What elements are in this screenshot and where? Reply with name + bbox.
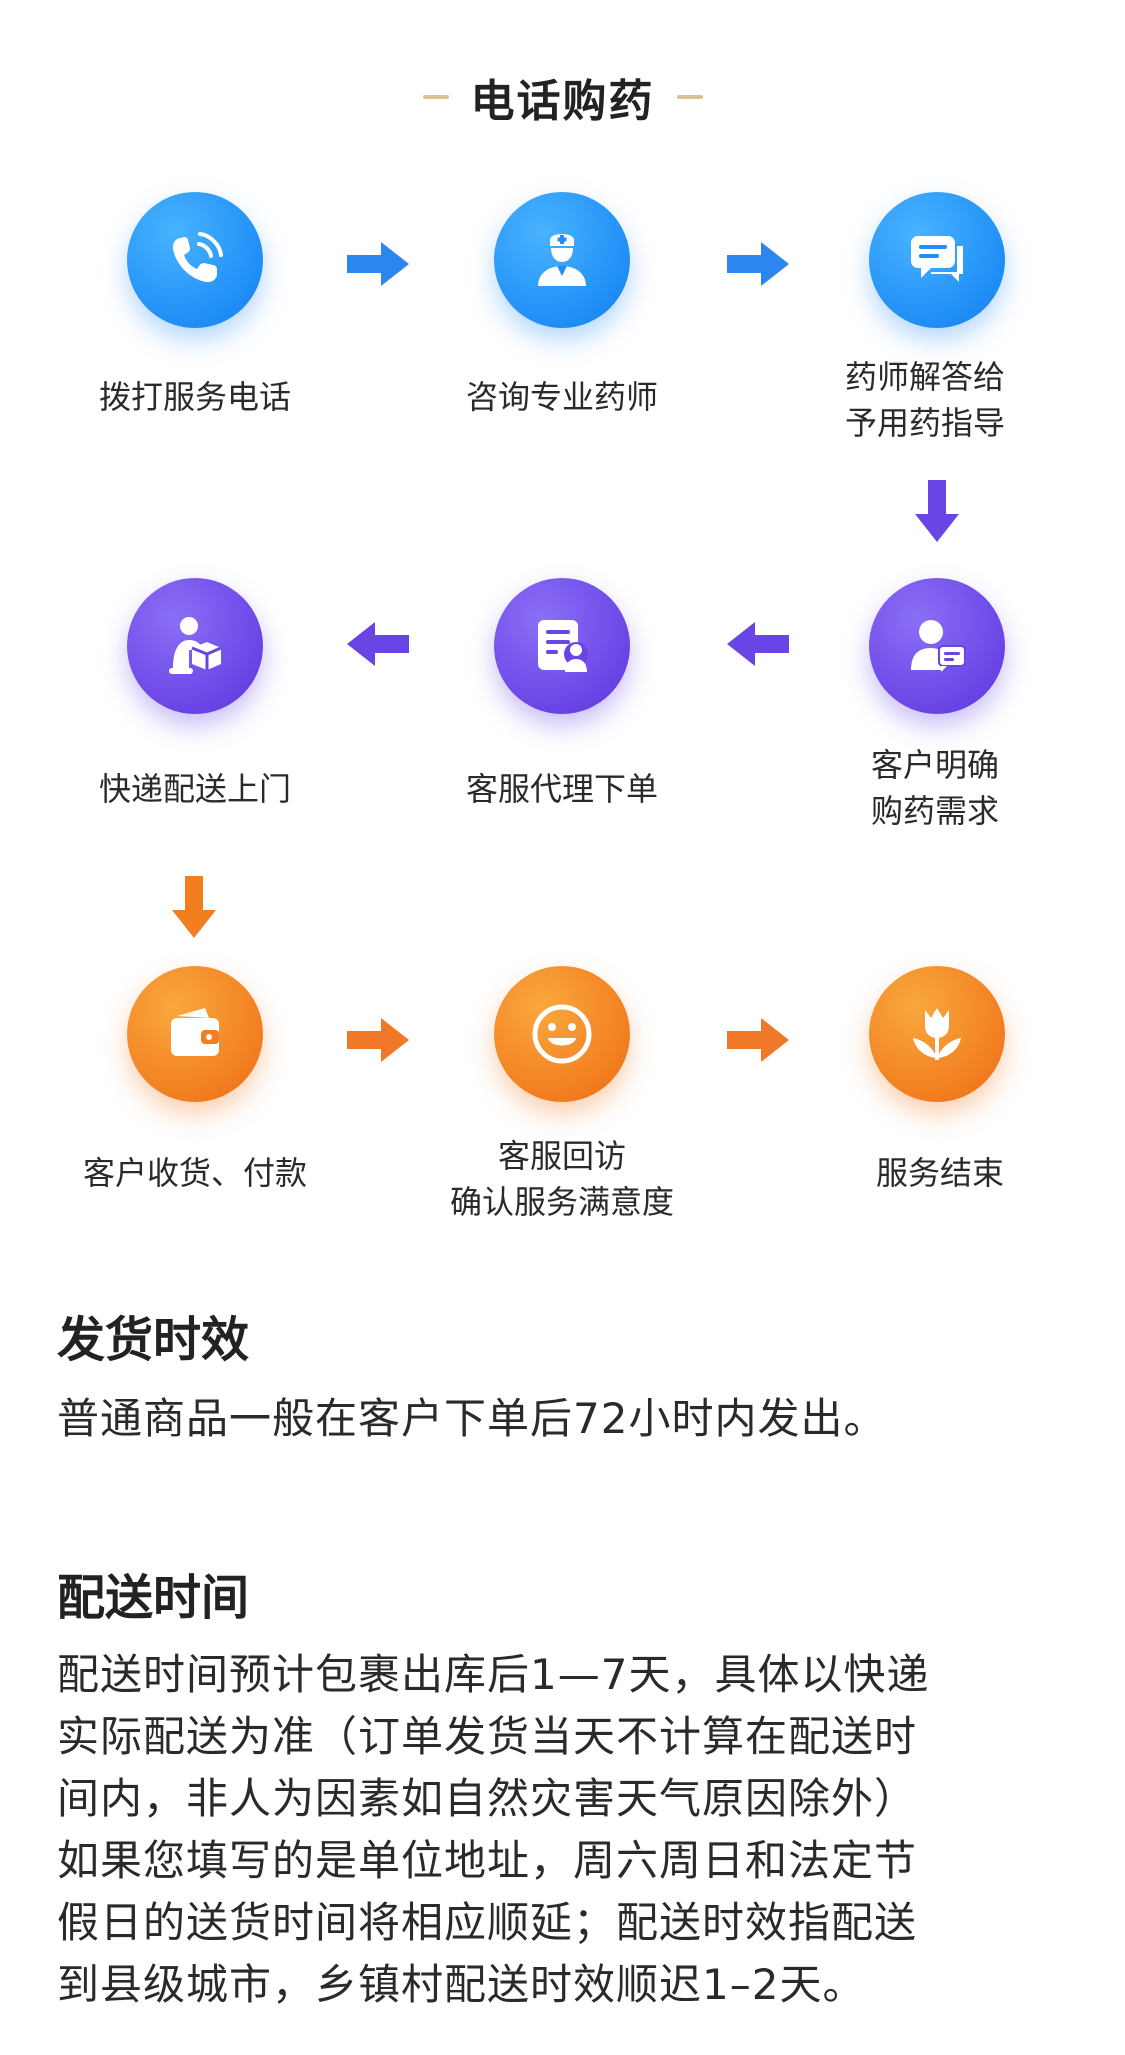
pharmacist-icon xyxy=(494,192,630,328)
smile-icon xyxy=(494,966,630,1102)
title-right-dash xyxy=(676,95,703,99)
arrow-left-icon xyxy=(727,622,789,666)
shipping-heading: 发货时效 xyxy=(57,1312,250,1368)
delivery-text-line: 到县级城市，乡镇村配送时效顺迟1–2天。 xyxy=(57,1960,866,2009)
delivery-text-line: 实际配送为准（订单发货当天不计算在配送时 xyxy=(57,1712,918,1761)
arrow-down-icon xyxy=(172,876,216,938)
arrow-right-icon xyxy=(347,1018,409,1062)
step-label-customer-needs: 客户明确 购药需求 xyxy=(870,746,999,830)
arrow-right-icon xyxy=(347,242,409,286)
step-label-receive-pay: 客户收货、付款 xyxy=(82,1154,307,1192)
delivery-heading: 配送时间 xyxy=(57,1570,250,1626)
delivery-person-icon xyxy=(127,578,263,714)
delivery-text-line: 间内，非人为因素如自然灾害天气原因除外） xyxy=(57,1774,918,1823)
wallet-icon xyxy=(127,966,263,1102)
step-label-service-end: 服务结束 xyxy=(875,1154,1004,1192)
phone-icon xyxy=(127,192,263,328)
step-label-pharmacist-guidance: 药师解答给 予用药指导 xyxy=(844,358,1005,442)
delivery-text: 配送时间预计包裹出库后1—7天，具体以快递 实际配送为准（订单发货当天不计算在配… xyxy=(57,1644,1072,2016)
step-label-express-delivery: 快递配送上门 xyxy=(98,770,291,808)
title-left-dash xyxy=(422,95,449,99)
arrow-left-icon xyxy=(347,622,409,666)
user-message-icon xyxy=(869,578,1005,714)
page-title-row: 电话购药 xyxy=(0,62,1125,132)
delivery-text-line: 假日的送货时间将相应顺延；配送时效指配送 xyxy=(57,1898,918,1947)
flower-icon xyxy=(869,966,1005,1102)
arrow-right-icon xyxy=(727,242,789,286)
chat-icon xyxy=(869,192,1005,328)
arrow-right-icon xyxy=(727,1018,789,1062)
step-label-call-service: 拨打服务电话 xyxy=(98,378,291,416)
order-form-icon xyxy=(494,578,630,714)
step-label-consult-pharmacist: 咨询专业药师 xyxy=(465,378,658,416)
page-title: 电话购药 xyxy=(470,76,655,127)
arrow-down-icon xyxy=(915,480,959,542)
delivery-text-line: 配送时间预计包裹出库后1—7天，具体以快递 xyxy=(57,1650,930,1699)
step-label-agent-order: 客服代理下单 xyxy=(465,770,658,808)
shipping-text: 普通商品一般在客户下单后72小时内发出。 xyxy=(57,1394,887,1443)
delivery-text-line: 如果您填写的是单位地址，周六周日和法定节 xyxy=(57,1836,918,1885)
step-label-followup: 客服回访 确认服务满意度 xyxy=(449,1137,674,1221)
